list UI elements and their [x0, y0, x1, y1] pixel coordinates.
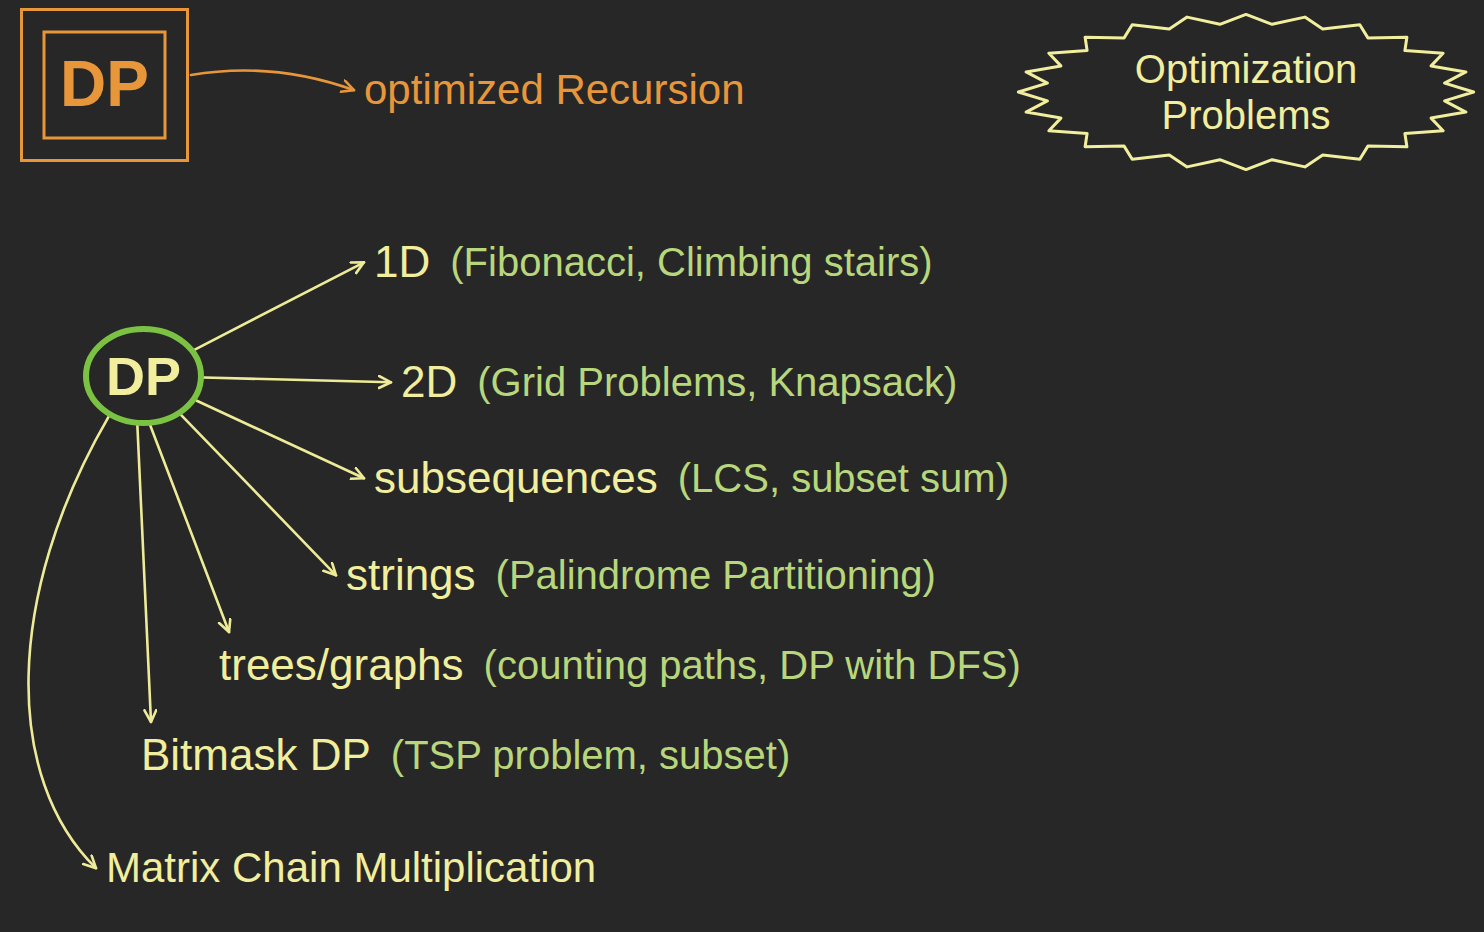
- arrow-connector: [195, 262, 364, 349]
- category-name: 1D: [374, 237, 430, 288]
- example-list: (Fibonacci, Climbing stairs): [450, 239, 932, 285]
- example-list: (LCS, subset sum): [678, 455, 1009, 501]
- category-item: trees/graphs (counting paths, DP with DFS…: [213, 636, 1027, 695]
- arrow-connector: [191, 70, 354, 90]
- definition-text: optimized Recursion: [358, 62, 751, 118]
- category-name: subsequences: [374, 453, 658, 504]
- hub-circle: DP: [83, 326, 204, 426]
- starburst-outline: [1018, 14, 1473, 169]
- category-item: Bitmask DP (TSP problem, subset): [135, 726, 796, 785]
- inner-frame: [44, 32, 165, 138]
- title-text: DP: [60, 48, 149, 122]
- arrow-connector: [150, 426, 229, 632]
- category-name: Matrix Chain Multiplication: [106, 844, 596, 892]
- example-list: (Grid Problems, Knapsack): [477, 359, 957, 405]
- arrow-connector: [196, 400, 364, 478]
- category-item: strings (Palindrome Partitioning): [340, 546, 942, 605]
- category-name: Bitmask DP: [141, 730, 371, 781]
- example-list: (TSP problem, subset): [391, 732, 790, 778]
- hub-text: DP: [106, 345, 181, 407]
- category-name: trees/graphs: [219, 640, 464, 691]
- category-item: Matrix Chain Multiplication: [100, 840, 602, 896]
- hub-ring: [86, 329, 201, 423]
- category-item: 2D (Grid Problems, Knapsack): [395, 353, 963, 412]
- category-item: subsequences (LCS, subset sum): [368, 449, 1015, 508]
- starburst-callout: Optimization Problems: [1014, 10, 1478, 174]
- category-name: optimized Recursion: [364, 66, 745, 114]
- arrow-connector: [137, 426, 151, 722]
- node-outline: [1014, 10, 1478, 174]
- title-box: DP: [20, 8, 189, 162]
- callout-text: Optimization Problems: [1111, 46, 1381, 138]
- category-item: 1D (Fibonacci, Climbing stairs): [368, 233, 939, 292]
- arrow-connector: [204, 378, 391, 383]
- arrow-connector: [181, 415, 336, 575]
- example-list: (Palindrome Partitioning): [496, 552, 936, 598]
- category-name: strings: [346, 550, 476, 601]
- arrow-connector: [28, 417, 108, 868]
- category-name: 2D: [401, 357, 457, 408]
- example-list: (counting paths, DP with DFS): [484, 642, 1021, 688]
